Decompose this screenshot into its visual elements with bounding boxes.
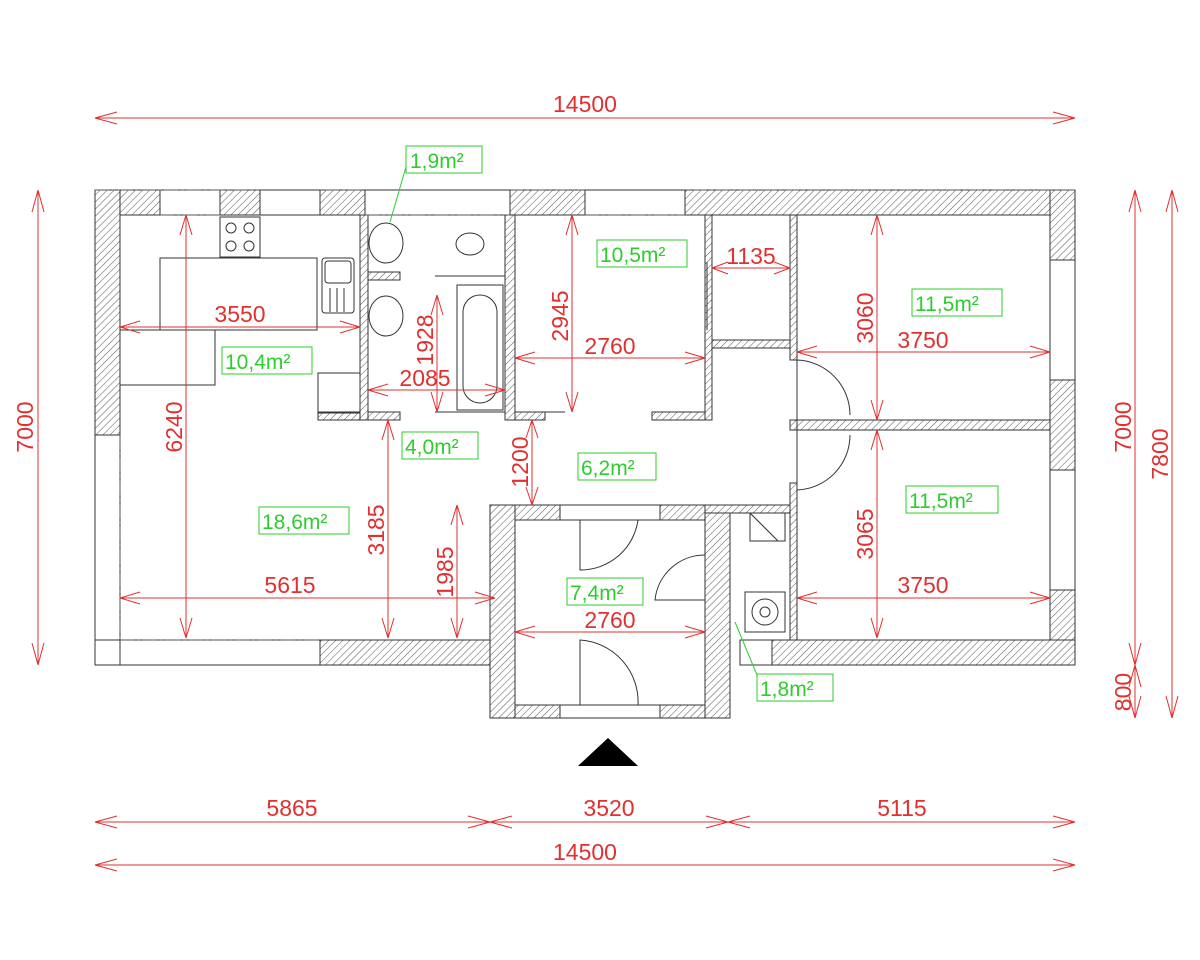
fixtures xyxy=(120,216,786,766)
dim-closet-width: 1135 xyxy=(726,243,775,269)
dim-left-height: 7000 xyxy=(12,401,38,452)
kitchen-counter xyxy=(159,257,318,331)
boiler-icon xyxy=(317,372,361,414)
area-bathroom: 4,0m² xyxy=(405,436,459,459)
dim-bath-width: 2085 xyxy=(399,365,450,391)
dim-right-entrance: 800 xyxy=(1110,673,1136,711)
sink-icon xyxy=(321,257,355,314)
dim-bottom-seg-2: 3520 xyxy=(583,795,634,821)
toilet-icon xyxy=(455,232,485,256)
dim-hall-depth: 1200 xyxy=(507,436,533,487)
dim-top-width: 14500 xyxy=(553,91,617,117)
dim-room-width: 2760 xyxy=(584,333,635,359)
doors xyxy=(435,262,851,706)
dim-entrance-width: 2760 xyxy=(584,607,635,633)
area-hall: 6,2m² xyxy=(581,457,635,480)
dim-room-depth: 2945 xyxy=(547,290,573,341)
washbasin-icon xyxy=(368,295,404,337)
dim-kitchen-width: 3550 xyxy=(214,301,265,327)
dim-bedroom1-width: 3750 xyxy=(897,327,948,353)
dim-bottom-total: 14500 xyxy=(553,839,617,865)
area-entrance: 7,4m² xyxy=(570,582,624,605)
room-dimensions: 3550 6240 2085 1928 2945 2760 1135 3060 … xyxy=(119,214,1051,639)
dim-living-width: 5615 xyxy=(264,572,315,598)
bathtub-icon xyxy=(456,284,504,411)
dim-living-alcove-depth: 1985 xyxy=(432,546,458,597)
area-living: 18,6m² xyxy=(262,511,327,534)
washing-machine-icon xyxy=(744,591,786,633)
area-room: 10,5m² xyxy=(600,244,665,267)
dim-living-depth: 6240 xyxy=(161,401,187,452)
overall-dimensions: 14500 5865 3520 5115 14500 7000 7000 800… xyxy=(12,91,1179,872)
dim-bath-height: 1928 xyxy=(412,314,438,365)
dim-bottom-seg-1: 5865 xyxy=(266,795,317,821)
dim-bedroom1-depth: 3060 xyxy=(852,292,878,343)
stove-icon xyxy=(219,216,261,258)
dim-bedroom2-width: 3750 xyxy=(897,572,948,598)
dim-right-total: 7800 xyxy=(1147,428,1173,479)
area-bedroom1: 11,5m² xyxy=(915,293,979,316)
entrance-arrow-icon xyxy=(578,738,638,766)
area-bedroom2: 11,5m² xyxy=(909,490,973,513)
dim-living-partial-depth: 3185 xyxy=(363,504,389,555)
dining-table xyxy=(120,329,216,386)
boiler-icon xyxy=(749,512,786,542)
walls xyxy=(94,189,1076,719)
dim-bedroom2-depth: 3065 xyxy=(852,508,878,559)
area-labels: 1,9m² 10,5m² 11,5m² 10,4m² 4,0m² 6,2m² 1… xyxy=(221,145,1003,702)
area-wc: 1,9m² xyxy=(410,150,464,173)
area-utility: 1,8m² xyxy=(760,678,814,701)
windows xyxy=(94,189,1076,719)
dim-right-height: 7000 xyxy=(1110,401,1136,452)
dim-bottom-seg-3: 5115 xyxy=(877,795,926,821)
area-kitchen: 10,4m² xyxy=(225,351,290,374)
washbasin-icon xyxy=(368,222,404,264)
